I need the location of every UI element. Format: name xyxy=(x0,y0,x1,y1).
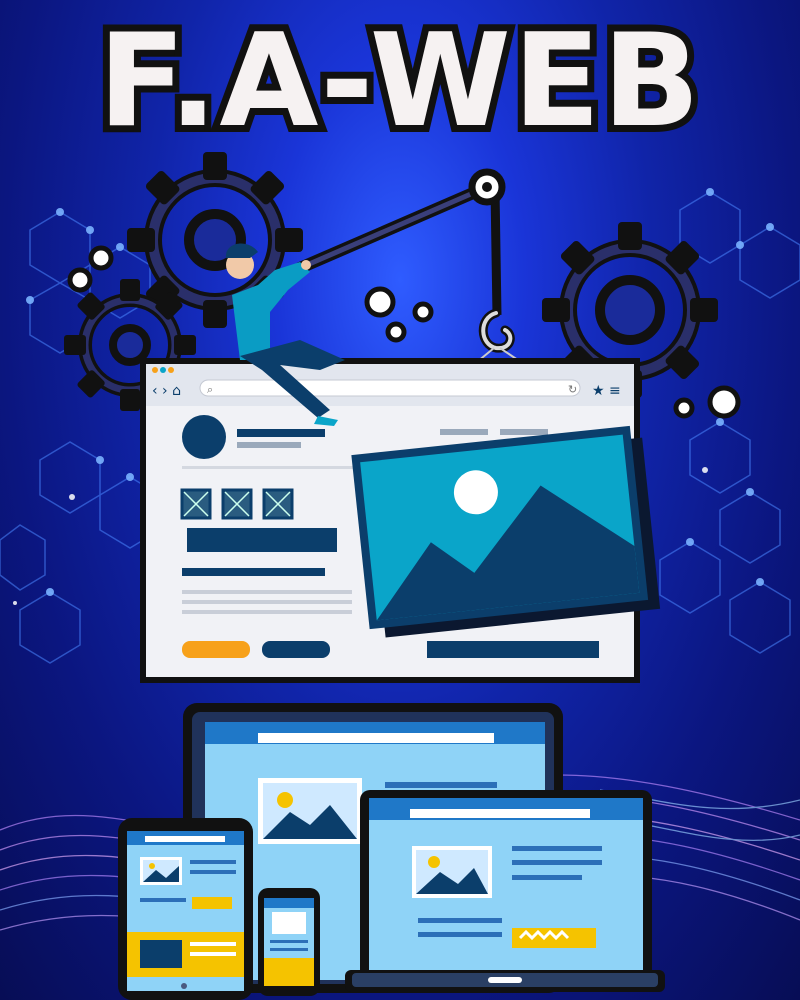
gear-icon xyxy=(64,279,196,411)
svg-text:★ ≡: ★ ≡ xyxy=(592,383,621,399)
page-title: F.A-WEB xyxy=(91,7,707,156)
phone xyxy=(258,888,320,996)
character xyxy=(225,243,345,426)
svg-text:↻: ↻ xyxy=(568,383,577,396)
image-card xyxy=(351,425,661,638)
laptop xyxy=(345,790,665,992)
svg-text:‹ › ⌂: ‹ › ⌂ xyxy=(152,383,181,399)
bubbles xyxy=(67,245,741,419)
svg-text:⌕: ⌕ xyxy=(207,383,213,396)
tablet xyxy=(118,818,253,1000)
